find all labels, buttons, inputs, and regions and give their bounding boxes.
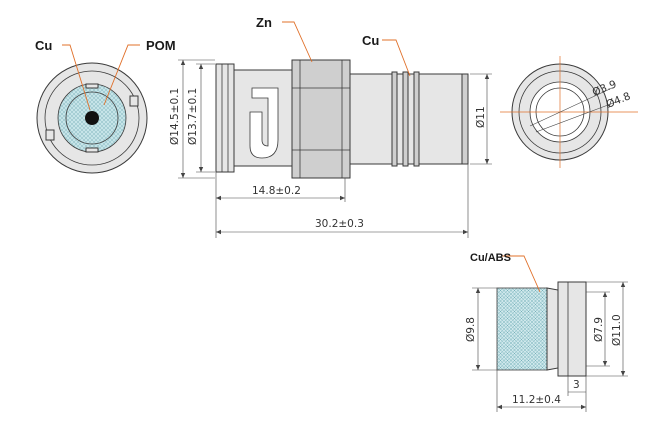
leader-cu-abs — [502, 255, 541, 293]
bayonet-front — [215, 63, 235, 173]
dim-w3: 3 — [573, 379, 580, 391]
insulator-tab-bottom — [85, 147, 99, 153]
label-zn: Zn — [256, 15, 272, 30]
dim-len-11-2: 11.2±0.4 — [512, 394, 561, 406]
label-pom: POM — [146, 38, 176, 53]
end-view: Ø3.9 Ø4.8 — [500, 56, 638, 168]
ferrule-collar — [557, 281, 587, 377]
cu-end — [461, 73, 469, 165]
groove-1 — [391, 71, 398, 167]
label-cu-abs: Cu/ABS — [470, 252, 511, 264]
leader-zn — [282, 21, 313, 63]
dim-d7-9: Ø7.9 — [593, 317, 605, 342]
ferrule-view: Cu/ABS Ø9.8 Ø7.9 Ø11.0 3 11.2±0.4 — [465, 252, 628, 412]
dim-len-30-2: 30.2±0.3 — [315, 218, 364, 230]
dim-d13-7: Ø13.7±0.1 — [187, 88, 199, 145]
leader-cu-side — [382, 39, 411, 77]
ferrule-knurl — [496, 287, 548, 371]
front-view: Cu POM — [35, 38, 176, 174]
zn-nut — [291, 59, 351, 179]
dim-d14-5: Ø14.5±0.1 — [169, 88, 181, 145]
groove-2 — [402, 71, 409, 167]
cu-body — [349, 73, 469, 165]
leader-cu-left — [62, 44, 91, 111]
dim-len-14-8: 14.8±0.2 — [252, 185, 301, 197]
dim-d11-0: Ø11.0 — [611, 314, 623, 346]
dim-d9-8: Ø9.8 — [465, 317, 477, 342]
insulator-inner-edge — [65, 91, 119, 145]
groove-3 — [413, 71, 420, 167]
dim-d4-8: Ø4.8 — [605, 90, 633, 110]
bayonet-lug-right — [129, 95, 139, 107]
bayonet-slot — [249, 87, 279, 159]
side-view: Ø14.5±0.1 Ø13.7±0.1 Zn Cu Ø11 — [169, 15, 492, 238]
label-cu-side: Cu — [362, 33, 379, 48]
leader-pom — [103, 44, 140, 106]
ferrule-taper — [546, 287, 559, 371]
label-cu-left: Cu — [35, 38, 52, 53]
bayonet-lug-left — [45, 129, 55, 141]
insulator-tab-top — [85, 83, 99, 89]
center-pin — [85, 111, 99, 125]
dim-d11: Ø11 — [475, 106, 487, 128]
inner-ring — [44, 70, 140, 166]
